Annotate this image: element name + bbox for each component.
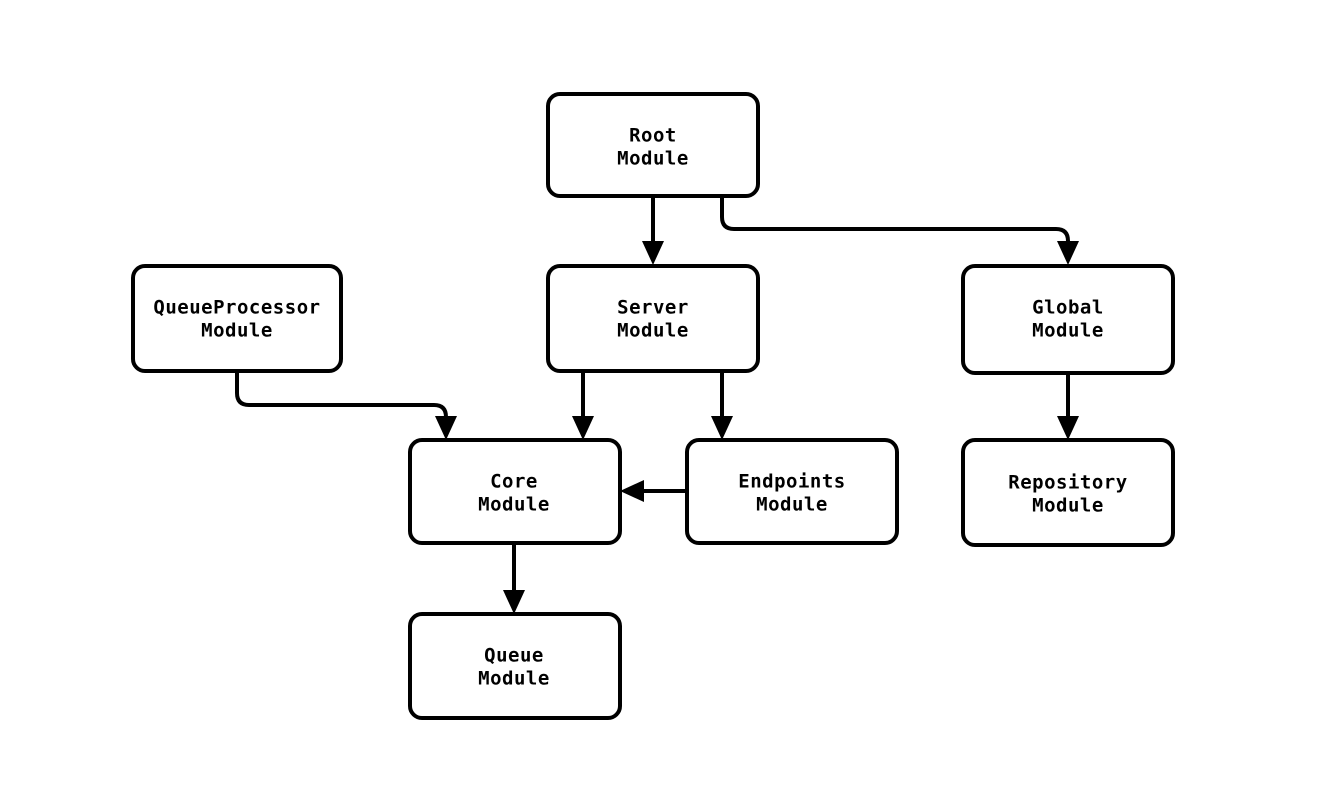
edge-queueprocessor-core-line bbox=[235, 371, 448, 424]
node-server-module[interactable]: Server Module bbox=[546, 264, 760, 373]
node-core-module[interactable]: Core Module bbox=[408, 438, 622, 545]
edge-queueprocessor-core bbox=[235, 371, 457, 440]
edge-root-server bbox=[642, 196, 664, 265]
edge-core-queue bbox=[503, 543, 525, 614]
node-global-module-box[interactable] bbox=[961, 264, 1175, 375]
edge-root-server-arrowhead bbox=[642, 241, 664, 265]
node-queue-module-label-line1: Queue bbox=[484, 645, 544, 667]
edge-root-global-arrowhead bbox=[1057, 241, 1079, 265]
node-repository-module[interactable]: Repository Module bbox=[961, 438, 1175, 547]
edge-global-repository bbox=[1057, 373, 1079, 440]
edge-server-core bbox=[572, 371, 594, 440]
node-server-module-label-line1: Server bbox=[617, 297, 689, 319]
node-queue-module-box[interactable] bbox=[408, 612, 622, 720]
node-root-module[interactable]: Root Module bbox=[546, 92, 760, 198]
node-queueprocessor-module-label-line1: QueueProcessor bbox=[153, 297, 320, 319]
node-endpoints-module[interactable]: Endpoints Module bbox=[685, 438, 899, 545]
node-core-module-label-line1: Core bbox=[490, 471, 538, 493]
node-core-module-label-line2: Module bbox=[478, 494, 550, 516]
edge-server-endpoints bbox=[711, 371, 733, 440]
node-server-module-label-line2: Module bbox=[617, 320, 689, 342]
edge-root-global-line bbox=[720, 196, 1070, 249]
edge-core-queue-arrowhead bbox=[503, 590, 525, 614]
node-endpoints-module-box[interactable] bbox=[685, 438, 899, 545]
node-global-module-label-line1: Global bbox=[1032, 297, 1104, 319]
edge-root-global bbox=[720, 196, 1079, 265]
node-queue-module-label-line2: Module bbox=[478, 668, 550, 690]
node-queue-module[interactable]: Queue Module bbox=[408, 612, 622, 720]
node-endpoints-module-label-line1: Endpoints bbox=[738, 471, 845, 493]
edge-endpoints-core bbox=[620, 480, 687, 502]
edge-endpoints-core-arrowhead bbox=[620, 480, 644, 502]
edge-layer bbox=[235, 196, 1079, 614]
node-repository-module-label-line2: Module bbox=[1032, 495, 1104, 517]
node-core-module-box[interactable] bbox=[408, 438, 622, 545]
node-global-module[interactable]: Global Module bbox=[961, 264, 1175, 375]
node-root-module-label-line2: Module bbox=[617, 148, 689, 170]
node-repository-module-label-line1: Repository bbox=[1008, 472, 1127, 494]
node-root-module-label-line1: Root bbox=[629, 125, 677, 147]
node-repository-module-box[interactable] bbox=[961, 438, 1175, 547]
node-queueprocessor-module-box[interactable] bbox=[131, 264, 343, 373]
node-layer: Root Module QueueProcessor Module Server… bbox=[131, 92, 1175, 720]
edge-global-repository-arrowhead bbox=[1057, 416, 1079, 440]
node-root-module-box[interactable] bbox=[546, 92, 760, 198]
node-global-module-label-line2: Module bbox=[1032, 320, 1104, 342]
node-queueprocessor-module[interactable]: QueueProcessor Module bbox=[131, 264, 343, 373]
edge-server-endpoints-arrowhead bbox=[711, 416, 733, 440]
node-endpoints-module-label-line2: Module bbox=[756, 494, 828, 516]
node-server-module-box[interactable] bbox=[546, 264, 760, 373]
edge-queueprocessor-core-arrowhead bbox=[435, 416, 457, 440]
edge-server-core-arrowhead bbox=[572, 416, 594, 440]
node-queueprocessor-module-label-line2: Module bbox=[201, 320, 273, 342]
